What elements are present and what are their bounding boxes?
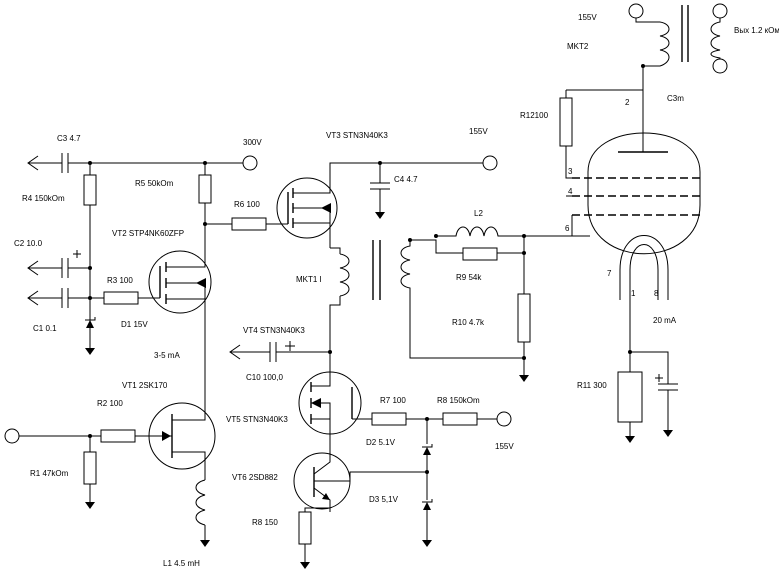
label-vt4: VT4 STN3N40K3 xyxy=(243,326,305,335)
label-r6: R6 100 xyxy=(234,200,260,209)
mosfet-vt2 xyxy=(148,248,212,405)
ground-r10 xyxy=(519,375,529,382)
label-pin8: 8 xyxy=(654,289,659,298)
zener-d3 xyxy=(422,499,433,547)
label-l2: L2 xyxy=(474,209,483,218)
resistor-r5 xyxy=(198,174,212,204)
resistor-r8-150k xyxy=(442,412,478,426)
label-pin4: 4 xyxy=(568,187,573,196)
label-pin6: 6 xyxy=(565,224,570,233)
label-r10: R10 4.7k xyxy=(452,318,485,327)
label-vt5: VT5 STN3N40K3 xyxy=(226,415,288,424)
label-c2: C2 10.0 xyxy=(14,239,43,248)
mosfet-vt3 xyxy=(276,162,483,248)
ground-r1 xyxy=(85,484,95,509)
label-r5: R5 50kOm xyxy=(135,179,174,188)
resistor-r9 xyxy=(462,247,498,261)
resistor-r10 xyxy=(517,293,531,343)
node-c1 xyxy=(88,296,92,300)
label-r4: R4 150kOm xyxy=(22,194,65,203)
label-r11: R11 300 xyxy=(577,381,607,390)
capacitor-c4 xyxy=(370,163,390,219)
resistor-r6 xyxy=(231,217,267,231)
capacitor-c-cathode xyxy=(630,351,678,437)
zener-d2 xyxy=(422,419,433,500)
label-r8-150: R8 150 xyxy=(252,518,278,527)
label-c3m: C3m xyxy=(667,94,684,103)
node-mkt1-return xyxy=(522,356,526,360)
ground-r8-150 xyxy=(300,544,310,569)
capacitor-c10 xyxy=(269,341,330,362)
mosfet-vt5 xyxy=(298,352,372,454)
terminal-155v-top xyxy=(482,155,498,171)
terminal-300v xyxy=(242,155,258,171)
terminal-input xyxy=(4,428,20,444)
capacitor-c3 xyxy=(61,153,90,173)
label-pin1: 1 xyxy=(631,289,636,298)
label-300v: 300V xyxy=(243,138,262,147)
label-d3: D3 5,1V xyxy=(369,495,399,504)
ground-d1 xyxy=(85,340,95,355)
transformer-mkt2 xyxy=(628,3,728,74)
label-mkt2: MKT2 xyxy=(567,42,589,51)
label-l1: L1 4.5 mH xyxy=(163,559,200,568)
ground-r11 xyxy=(625,422,635,443)
label-155v-top: 155V xyxy=(469,127,488,136)
label-r9: R9 54k xyxy=(456,273,482,282)
label-20ma: 20 mA xyxy=(653,316,677,325)
label-mkt1: MKT1 I xyxy=(296,275,322,284)
resistor-r12 xyxy=(559,97,573,147)
bjt-vt6 xyxy=(293,452,427,512)
label-vt2: VT2 STP4NK60ZFP xyxy=(112,229,184,238)
tube-c3m xyxy=(571,66,701,352)
jfet-vt1 xyxy=(135,402,216,480)
c3-input-arrow xyxy=(27,155,62,171)
c10-arrow xyxy=(229,344,270,360)
label-vt3: VT3 STN3N40K3 xyxy=(326,131,388,140)
inductor-l1 xyxy=(195,479,210,547)
terminal-155v-bottom xyxy=(496,411,512,427)
node-c2 xyxy=(88,266,92,270)
c2-input-arrow xyxy=(27,260,62,276)
label-c3: C3 4.7 xyxy=(57,134,81,143)
label-pin2: 2 xyxy=(625,98,630,107)
resistor-r11 xyxy=(617,371,643,423)
label-r12: R12100 xyxy=(520,111,549,120)
node-mkt2-anode xyxy=(641,64,645,68)
label-output: Вых 1.2 кОм xyxy=(734,26,779,35)
transformer-mkt1 xyxy=(329,238,524,359)
resistor-r4 xyxy=(83,174,97,206)
label-r1: R1 47kOm xyxy=(30,469,69,478)
label-3-5ma: 3-5 mA xyxy=(154,351,180,360)
label-c4: C4 4.7 xyxy=(394,175,418,184)
resistor-r7 xyxy=(371,412,407,426)
label-pin3: 3 xyxy=(568,167,573,176)
label-pin7: 7 xyxy=(607,269,612,278)
resistor-r3 xyxy=(103,291,139,305)
resistor-r2 xyxy=(100,429,136,443)
label-155v-bottom: 155V xyxy=(495,442,514,451)
c1-input-arrow xyxy=(27,290,62,306)
label-r2: R2 100 xyxy=(97,399,123,408)
inductor-l2 xyxy=(436,226,524,237)
resistor-r8-150 xyxy=(298,511,312,545)
label-r7: R7 100 xyxy=(380,396,406,405)
resistor-r1 xyxy=(83,451,97,485)
label-155v-tube: 155V xyxy=(578,13,597,22)
label-vt6: VT6 2SD882 xyxy=(232,473,278,482)
label-c10: C10 100,0 xyxy=(246,373,283,382)
zener-d1 xyxy=(85,317,96,328)
label-vt1: VT1 2SK170 xyxy=(122,381,168,390)
label-r8-150k: R8 150kOm xyxy=(437,396,480,405)
wire-r8-150 xyxy=(304,507,331,512)
capacitor-c1 xyxy=(61,288,104,308)
label-r3: R3 100 xyxy=(107,276,133,285)
capacitor-c2 xyxy=(61,250,90,278)
label-c1: C1 0.1 xyxy=(33,324,57,333)
label-d2: D2 5.1V xyxy=(366,438,396,447)
label-d1: D1 15V xyxy=(121,320,148,329)
wire-r12-grid xyxy=(565,90,572,179)
